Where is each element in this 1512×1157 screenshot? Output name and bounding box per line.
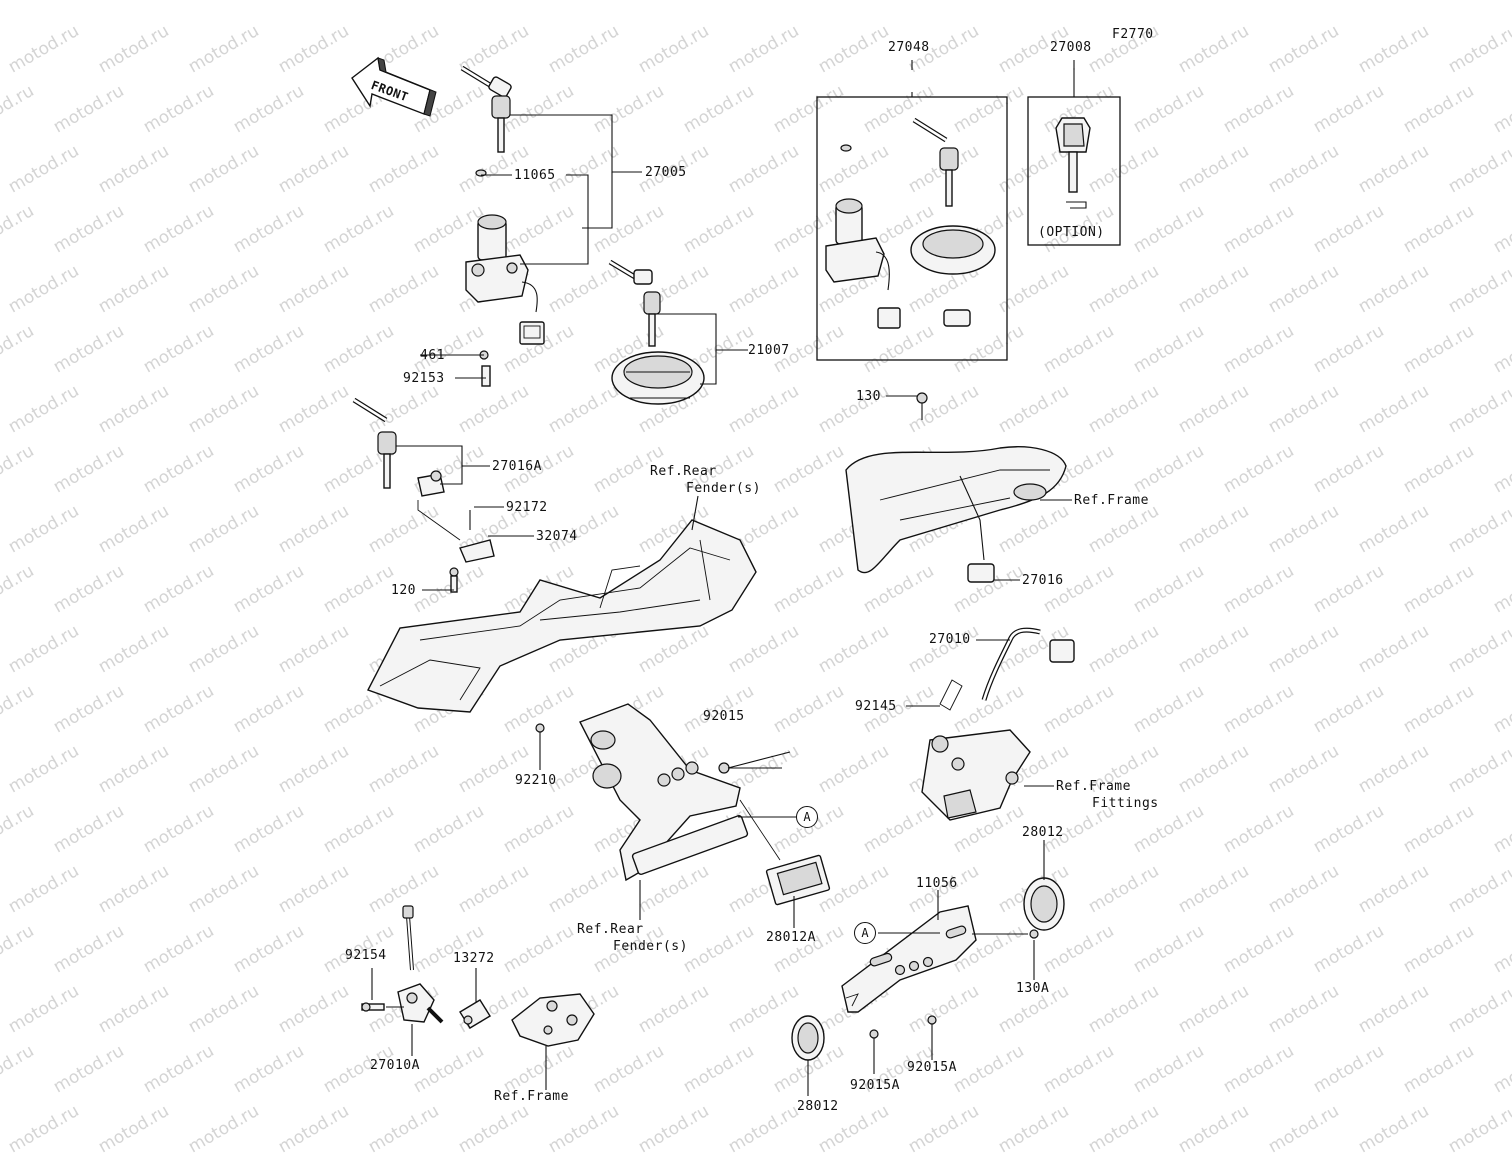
part-11065-label: 11065 xyxy=(514,168,556,183)
part-92015A-left-label: 92015A xyxy=(850,1078,900,1093)
part-130-label: 130 xyxy=(856,389,881,404)
part-28012-top-label: 28012 xyxy=(1022,825,1064,840)
part-92153-label: 92153 xyxy=(403,371,445,386)
part-92015A-right-label: 92015A xyxy=(907,1060,957,1075)
part-21007-label: 21007 xyxy=(748,343,790,358)
reflector-bracket-icon xyxy=(791,840,1065,1096)
part-11056-label: 11056 xyxy=(916,876,958,891)
leader-lines-mid-left xyxy=(417,495,699,591)
key-blank-icon xyxy=(1055,117,1091,209)
ref-rear-fender-label-2b: Fender(s) xyxy=(613,939,688,954)
part-92172-label: 92172 xyxy=(506,500,548,515)
part-92015-label: 92015 xyxy=(703,709,745,724)
part-27048-label: 27048 xyxy=(888,40,930,55)
ref-rear-fender-label-2a: Ref.Rear xyxy=(577,922,644,937)
part-32074-label: 32074 xyxy=(536,529,578,544)
part-28012A-label: 28012A xyxy=(766,930,816,945)
license-bracket-icon xyxy=(535,703,796,882)
ref-frame-fittings-label-b: Fittings xyxy=(1092,796,1159,811)
part-27010-label: 27010 xyxy=(929,632,971,647)
callout-a-lower: A xyxy=(854,922,876,944)
part-27010A-label: 27010A xyxy=(370,1058,420,1073)
part-28012-bottom-label: 28012 xyxy=(797,1099,839,1114)
ref-frame-label-1: Ref.Frame xyxy=(1074,493,1149,508)
part-120-label: 120 xyxy=(391,583,416,598)
part-92145-label: 92145 xyxy=(855,699,897,714)
lock-set-icon xyxy=(825,117,996,329)
part-92154-label: 92154 xyxy=(345,948,387,963)
seat-latch-cable-icon xyxy=(906,627,1075,821)
reflector-28012A-icon xyxy=(639,854,831,928)
option-label: (OPTION) xyxy=(1038,225,1105,240)
fuel-cap-icon xyxy=(608,259,705,405)
leader-lines-top xyxy=(420,60,1075,385)
diagram-code: F2770 xyxy=(1112,27,1154,42)
callout-a-upper: A xyxy=(796,806,818,828)
front-arrow-icon xyxy=(351,56,437,117)
part-130A-label: 130A xyxy=(1016,981,1050,996)
rear-fender-icon xyxy=(367,510,757,713)
part-27016-label: 27016 xyxy=(1022,573,1064,588)
ref-rear-fender-label-1a: Ref.Rear xyxy=(650,464,717,479)
part-27008-label: 27008 xyxy=(1050,40,1092,55)
ignition-switch-icon xyxy=(465,169,545,387)
rear-frame-icon xyxy=(845,392,1072,583)
part-92210-label: 92210 xyxy=(515,773,557,788)
part-27005-label: 27005 xyxy=(645,165,687,180)
part-27016A-label: 27016A xyxy=(492,459,542,474)
part-461-label: 461 xyxy=(420,348,445,363)
ref-frame-fittings-label-a: Ref.Frame xyxy=(1056,779,1131,794)
ignition-key-icon xyxy=(460,65,512,153)
latch-27010A-icon xyxy=(361,905,595,1090)
seat-lock-key-icon xyxy=(352,397,490,497)
part-13272-label: 13272 xyxy=(453,951,495,966)
ref-frame-label-3: Ref.Frame xyxy=(494,1089,569,1104)
ref-rear-fender-label-1b: Fender(s) xyxy=(686,481,761,496)
